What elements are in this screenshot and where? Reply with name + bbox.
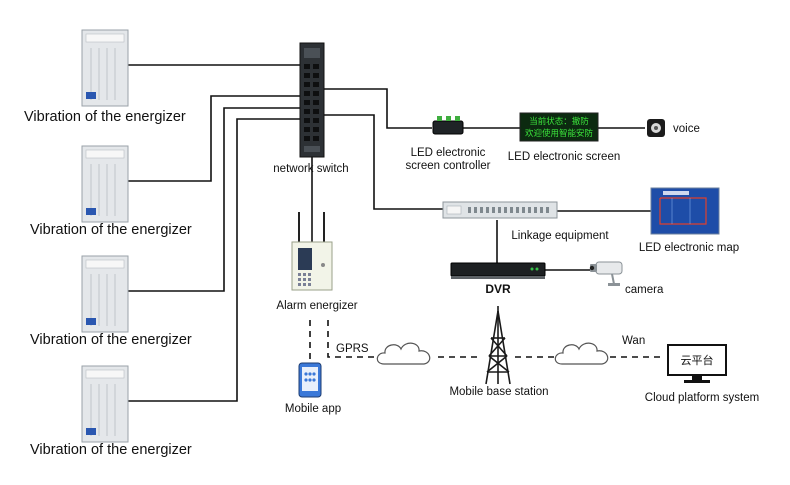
label-energizer-2: Vibration of the energizer (30, 222, 192, 238)
energizer-device-4 (81, 365, 129, 443)
mobile-phone-icon (298, 362, 322, 398)
label-energizer-4: Vibration of the energizer (30, 442, 192, 458)
dvr-device (450, 262, 546, 279)
label-camera: camera (625, 284, 664, 296)
led-controller-device (432, 116, 464, 135)
network-switch-device (299, 42, 325, 158)
camera-icon (589, 261, 623, 286)
wire-energizer-4 (128, 118, 300, 402)
led-screen-line1: 当前状态：撤防 (529, 116, 589, 126)
label-energizer-1: Vibration of the energizer (24, 109, 186, 125)
led-screen-device: 当前状态：撤防 欢迎使用智能安防 (519, 112, 599, 142)
label-led-screen: LED electronic screen (508, 151, 621, 163)
label-network-switch: network switch (273, 163, 348, 175)
label-base-station: Mobile base station (449, 386, 548, 398)
energizer-device-1 (81, 29, 129, 107)
label-dvr: DVR (485, 282, 511, 296)
led-map-device (650, 187, 720, 235)
wire-energizer-3 (128, 107, 300, 292)
cloud-icon-wan (554, 342, 609, 365)
cloud-icon-gprs (376, 342, 431, 365)
label-cloud-system: Cloud platform system (645, 392, 759, 404)
energizer-device-2 (81, 145, 129, 223)
label-led-map: LED electronic map (639, 242, 739, 254)
label-linkage-equipment: Linkage equipment (511, 230, 609, 242)
label-voice: voice (673, 123, 700, 135)
label-alarm-energizer: Alarm energizer (276, 300, 357, 312)
link-alarm-gprs (327, 320, 380, 358)
label-gprs: GPRS (336, 343, 369, 355)
linkage-equipment-device (442, 201, 558, 219)
monitor-icon: 云平台 (667, 344, 727, 383)
base-station-tower-icon (485, 306, 511, 385)
connection-lines (128, 64, 665, 402)
speaker-icon (647, 119, 665, 137)
label-led-controller-line2: screen controller (405, 160, 490, 172)
energizer-device-3 (81, 255, 129, 333)
label-wan: Wan (622, 335, 645, 347)
wire-switch-linkage (324, 114, 443, 210)
alarm-energizer-device (291, 212, 333, 291)
wire-switch-led-controller (324, 88, 432, 129)
monitor-screen-text: 云平台 (681, 353, 714, 367)
label-energizer-3: Vibration of the energizer (30, 332, 192, 348)
led-screen-line2: 欢迎使用智能安防 (525, 128, 594, 138)
label-led-controller-line1: LED electronic (411, 147, 486, 159)
wire-energizer-2 (128, 95, 300, 182)
label-mobile-app: Mobile app (285, 403, 341, 415)
